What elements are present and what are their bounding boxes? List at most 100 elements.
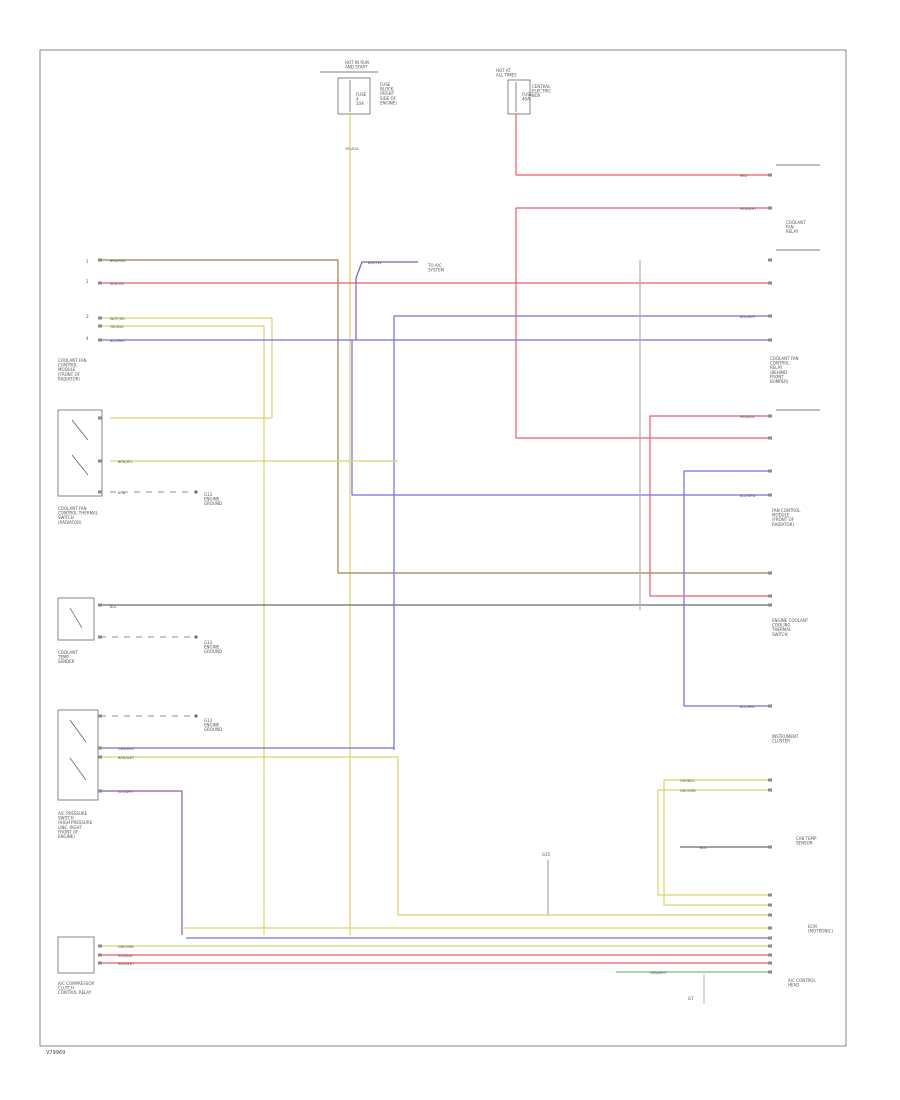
pin-marker (98, 281, 102, 285)
pin-marker (98, 746, 102, 750)
wire-ac-gray-label: VIO/WHT (118, 790, 134, 794)
wire-red-feed-label: RED (740, 174, 747, 178)
pin-marker (98, 714, 102, 718)
pin-marker (768, 936, 772, 940)
wire-ac-gray (100, 790, 183, 935)
wire-blu-cross-label: BLU/GRN (740, 494, 756, 498)
svg-text:4: 4 (86, 336, 89, 341)
pin-marker (98, 316, 102, 320)
pin-marker (98, 416, 102, 420)
pin-marker (768, 778, 772, 782)
pin-marker (768, 961, 772, 965)
wire-red-right-label: RED/BLK (740, 415, 755, 419)
pin-marker (98, 258, 102, 262)
wire-purple-ac-label: BLU/YEL (368, 261, 382, 265)
wire-ac-yel-label: BRN/WHT (118, 756, 135, 760)
wire-yel-3b-label: YEL/BLK (110, 325, 124, 329)
pin-marker (98, 490, 102, 494)
wire-yel-3b (100, 325, 265, 935)
pin-marker (768, 926, 772, 930)
pin-marker (768, 594, 772, 598)
pin-marker (98, 755, 102, 759)
svg-text:3: 3 (86, 314, 89, 319)
wire-red-2-label: RED/YEL (110, 282, 124, 286)
pin-marker (98, 789, 102, 793)
wire-right-bottom-2 (657, 789, 770, 896)
pin-marker (98, 603, 102, 607)
pin-marker (768, 893, 772, 897)
wire-blu-4-label: BLU/RED (110, 339, 125, 343)
wire-blu-cross (351, 340, 770, 496)
wire-harness-yel-label: GRY/GRN (118, 945, 134, 949)
pin-marker (768, 206, 772, 210)
pin-marker (768, 436, 772, 440)
pin-marker (768, 258, 772, 262)
ground-g7: G7 (688, 974, 705, 1004)
wire-ac-yel (100, 756, 770, 916)
wire-blu-upper (393, 315, 770, 750)
pin-marker (768, 903, 772, 907)
pin-marker (98, 338, 102, 342)
wire-ac-blu-label: GRN/WHT (118, 747, 136, 751)
pin-marker (768, 281, 772, 285)
wire-yel-3 (100, 317, 273, 419)
pin-marker (768, 788, 772, 792)
figure-number: V79969 (46, 1050, 65, 1056)
pin-marker (98, 944, 102, 948)
pin-marker (768, 493, 772, 497)
wire-right-bottom-1 (663, 779, 770, 906)
pin-marker (768, 944, 772, 948)
wire-blu-upper-label: BLU/WHT (740, 315, 757, 319)
wire-red-right (649, 415, 770, 597)
svg-text:2: 2 (86, 279, 89, 284)
pin-layer (98, 173, 772, 974)
pin-marker (768, 314, 772, 318)
pin-marker (768, 571, 772, 575)
svg-text:G7: G7 (688, 996, 694, 1001)
pin-marker (98, 459, 102, 463)
wire-brn-1 (100, 259, 770, 574)
pin-marker (768, 845, 772, 849)
wire-right-bottom-1-label: GRY/BLU (680, 779, 695, 783)
pin-marker (98, 953, 102, 957)
pin-marker (768, 338, 772, 342)
wire-layer: YEL/BLKREDRED/WHTBRN/REDRED/YELWHT/YELYE… (100, 114, 770, 975)
pin-marker (768, 913, 772, 917)
pin-marker (98, 324, 102, 328)
diagram-frame (39, 49, 847, 1047)
wire-red-loop-label: RED/WHT (740, 207, 757, 211)
wire-harness-red2-label: RED/WHT (118, 962, 135, 966)
ground-g15: G15 (542, 852, 551, 915)
wire-yel-3-label: WHT/YEL (110, 317, 125, 321)
svg-text:BRN: BRN (118, 491, 126, 495)
svg-text:BLK: BLK (110, 605, 117, 609)
pin-marker (768, 953, 772, 957)
pin-marker (768, 469, 772, 473)
wire-blu-right-label: BLU/RED (740, 705, 755, 709)
